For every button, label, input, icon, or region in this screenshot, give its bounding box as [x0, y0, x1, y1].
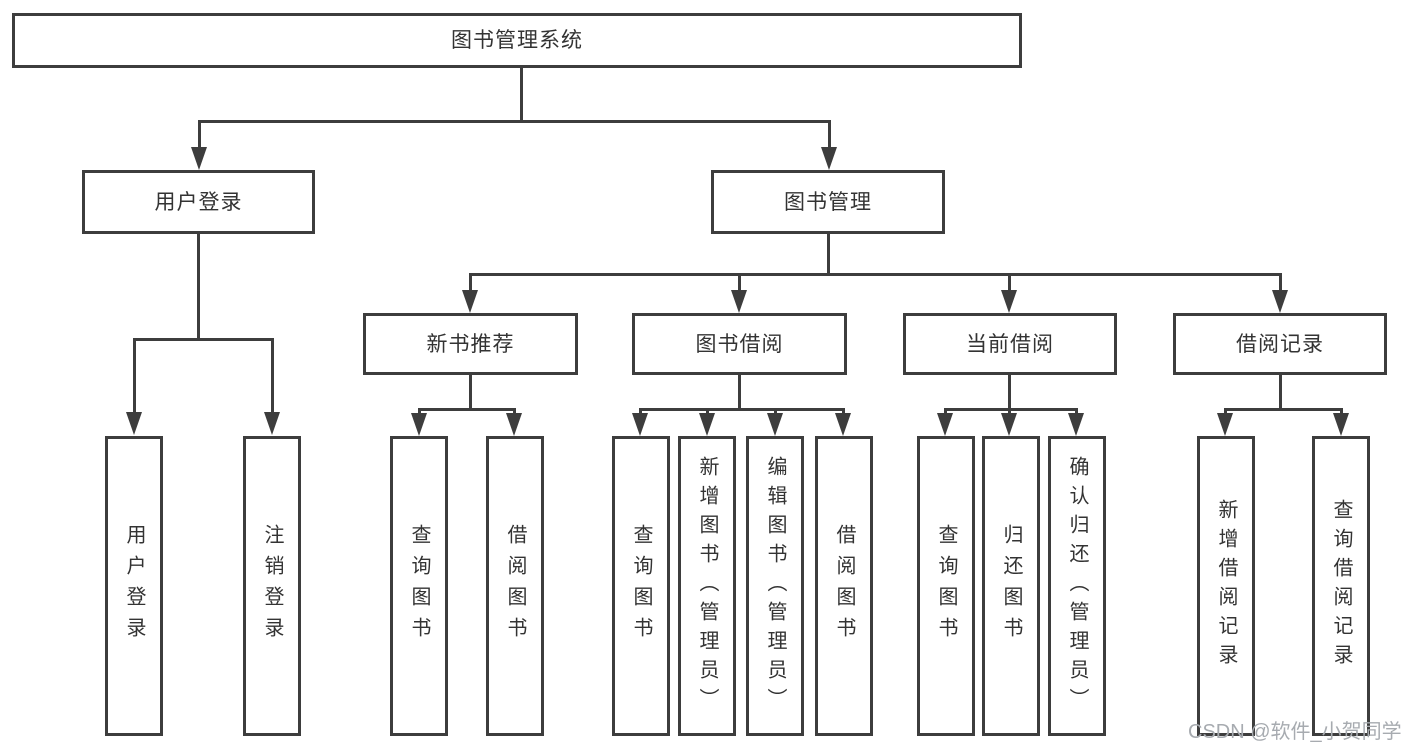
arrow-down-icon	[506, 413, 522, 436]
arrow-down-icon	[1217, 413, 1233, 436]
connector-new-book-splitter	[418, 408, 516, 411]
arrow-down-icon	[699, 413, 715, 436]
connector-level3-shaft	[469, 273, 472, 292]
connector-leaf-shaft	[774, 408, 777, 416]
node-label: 新书推荐	[426, 332, 515, 356]
leaf-query-book-current: 查询图书	[917, 436, 975, 736]
arrow-down-icon	[937, 413, 953, 436]
arrow-down-icon	[1001, 413, 1017, 436]
arrow-down-icon	[411, 413, 427, 436]
leaf-borrow-book: 借阅图书	[815, 436, 873, 736]
arrow-down-icon	[835, 413, 851, 436]
arrow-down-icon	[731, 290, 747, 313]
connector-leaf-shaft	[1224, 408, 1227, 416]
connector-leaf-shaft	[418, 408, 421, 416]
connector-root-stem	[520, 66, 523, 120]
node-book-management: 图书管理	[711, 170, 945, 234]
connector-book-mgmt-stem	[827, 234, 830, 273]
node-label: 借阅记录	[1236, 332, 1324, 356]
connector-leaf-shaft	[1340, 408, 1343, 416]
arrow-down-icon	[462, 290, 478, 313]
node-label: 查询图书	[408, 524, 430, 648]
arrow-down-icon	[1333, 413, 1349, 436]
leaf-borrow-book-recommend: 借阅图书	[486, 436, 544, 736]
connector-root-splitter	[198, 120, 831, 123]
leaf-query-book-borrow: 查询图书	[612, 436, 670, 736]
leaf-add-book-admin: 新增图书（管理员）	[678, 436, 736, 736]
connector-level3-shaft	[1279, 273, 1282, 292]
connector-borrow-records-splitter	[1224, 408, 1342, 411]
connector-borrow-records-stem	[1279, 375, 1282, 408]
leaf-query-borrow-record: 查询借阅记录	[1312, 436, 1370, 736]
node-book-borrow: 图书借阅	[632, 313, 847, 375]
arrow-down-icon	[126, 412, 142, 435]
connector-leaf-shaft	[133, 338, 136, 413]
arrow-down-icon	[767, 413, 783, 436]
node-label: 查询图书	[630, 524, 652, 648]
leaf-add-borrow-record: 新增借阅记录	[1197, 436, 1255, 736]
node-borrow-records: 借阅记录	[1173, 313, 1387, 375]
arrow-down-icon	[191, 147, 207, 170]
connector-book-mgmt-splitter	[469, 273, 1281, 276]
node-user-login: 用户登录	[82, 170, 315, 234]
node-label: 查询图书	[935, 524, 957, 648]
connector-leaf-shaft	[1008, 408, 1011, 416]
node-label: 编辑图书（管理员）	[764, 455, 786, 717]
node-label: 查询借阅记录	[1330, 499, 1352, 673]
connector-new-book-stem	[469, 375, 472, 408]
leaf-edit-book-admin: 编辑图书（管理员）	[746, 436, 804, 736]
node-label: 图书管理系统	[451, 29, 583, 52]
connector-leaf-shaft	[271, 338, 274, 413]
node-label: 图书管理	[784, 190, 872, 214]
connector-leaf-shaft	[1075, 408, 1078, 416]
node-label: 当前借阅	[966, 332, 1054, 356]
connector-leaf-shaft	[706, 408, 709, 416]
leaf-logout: 注销登录	[243, 436, 301, 736]
node-label: 借阅图书	[833, 524, 855, 648]
connector-book-borrow-splitter	[639, 408, 845, 411]
node-label: 注销登录	[261, 524, 283, 648]
arrow-down-icon	[1272, 290, 1288, 313]
connector-current-borrow-stem	[1008, 375, 1011, 408]
node-label: 借阅图书	[504, 524, 526, 648]
node-library-management-system: 图书管理系统	[12, 13, 1022, 68]
arrow-down-icon	[264, 412, 280, 435]
connector-book-borrow-stem	[738, 375, 741, 408]
arrow-down-icon	[821, 147, 837, 170]
connector-leaf-shaft	[944, 408, 947, 416]
connector-user-login-stem	[197, 234, 200, 338]
node-label: 用户登录	[154, 190, 243, 214]
connector-level3-shaft	[738, 273, 741, 292]
node-current-borrow: 当前借阅	[903, 313, 1117, 375]
leaf-return-book: 归还图书	[982, 436, 1040, 736]
connector-user-login-splitter	[133, 338, 274, 341]
arrow-down-icon	[632, 413, 648, 436]
node-label: 图书借阅	[695, 332, 784, 356]
node-label: 用户登录	[123, 524, 145, 648]
node-label: 归还图书	[1000, 524, 1022, 648]
arrow-down-icon	[1001, 290, 1017, 313]
leaf-user-login: 用户登录	[105, 436, 163, 736]
connector-level3-shaft	[1008, 273, 1011, 292]
node-label: 新增图书（管理员）	[696, 455, 718, 717]
node-label: 确认归还（管理员）	[1066, 455, 1088, 717]
csdn-watermark: CSDN @软件_小贺同学	[1188, 721, 1402, 743]
connector-current-borrow-splitter	[944, 408, 1078, 411]
node-new-book-recommend: 新书推荐	[363, 313, 578, 375]
connector-leaf-shaft	[639, 408, 642, 416]
leaf-query-book-recommend: 查询图书	[390, 436, 448, 736]
connector-leaf-shaft	[842, 408, 845, 416]
node-label: 新增借阅记录	[1215, 499, 1237, 673]
connector-leaf-shaft	[513, 408, 516, 416]
connector-user-login-shaft	[198, 120, 201, 149]
connector-book-mgmt-shaft	[828, 120, 831, 149]
leaf-confirm-return-admin: 确认归还（管理员）	[1048, 436, 1106, 736]
arrow-down-icon	[1068, 413, 1084, 436]
